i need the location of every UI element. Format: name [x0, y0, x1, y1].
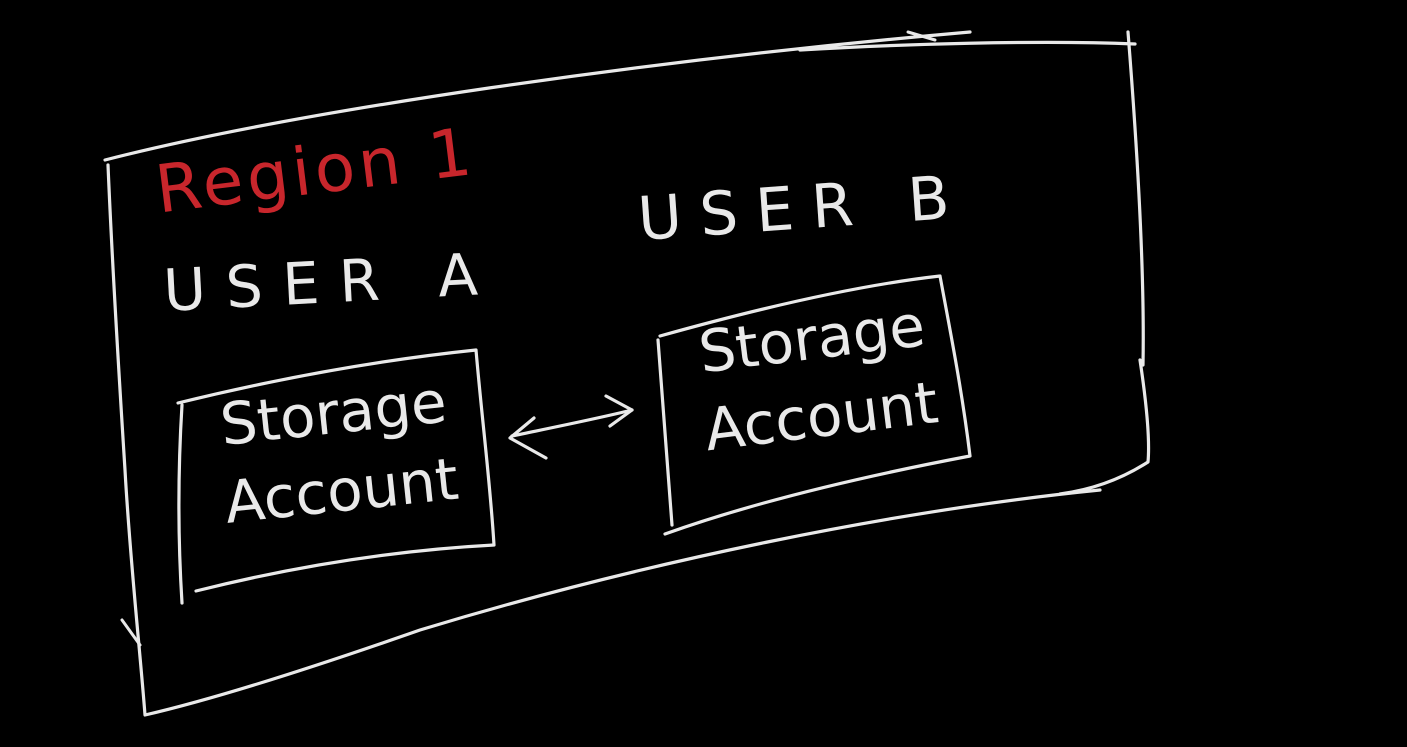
region-boundary-mark	[120, 30, 937, 647]
arrow-head-right	[604, 394, 634, 428]
region-boundary	[103, 30, 1151, 717]
storage-account-a: Storage Account	[200, 361, 475, 544]
bidirectional-arrow	[508, 394, 634, 460]
storage-account-b: Storage Account	[678, 284, 955, 471]
user-a-label: USER A	[161, 239, 500, 325]
arrow-head-left	[508, 416, 548, 460]
storage-box-a-border	[176, 348, 496, 605]
storage-box-b-border	[656, 274, 972, 536]
